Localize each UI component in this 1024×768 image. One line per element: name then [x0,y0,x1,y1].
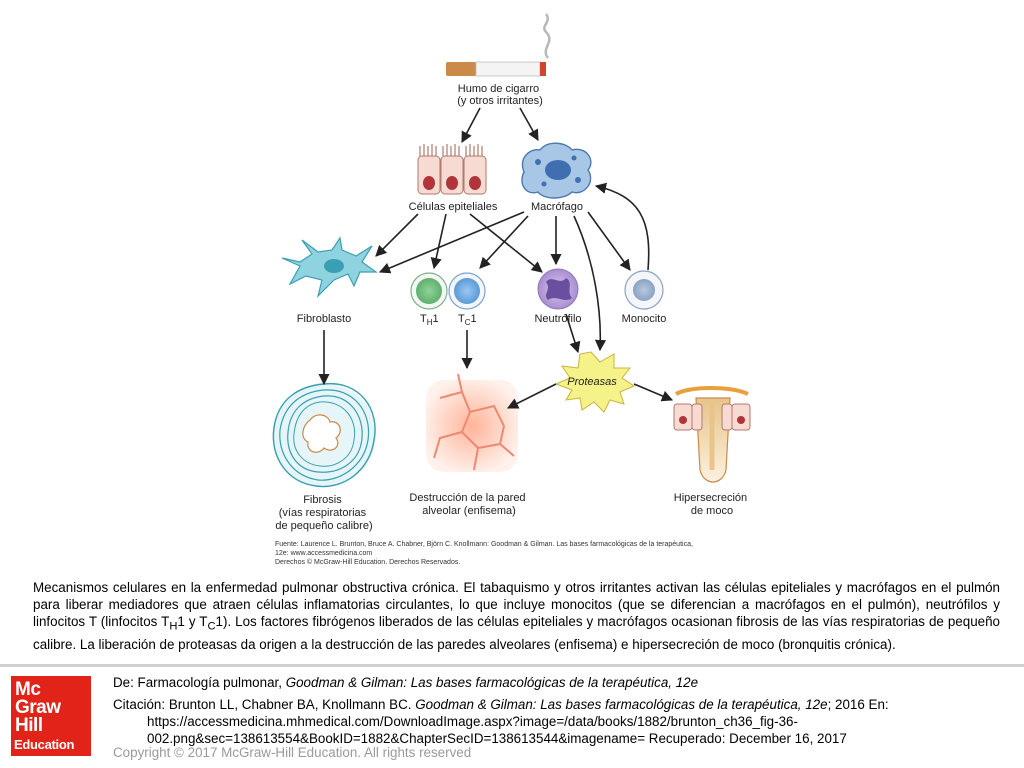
arrow-smoke-to-macrophage [519,107,539,141]
mcgraw-hill-logo: Mc Graw Hill Education [11,676,91,756]
arrow-macrophage-to-fibroblast [378,211,525,274]
fibrosis-airway-icon [272,383,376,488]
alveolar-label: Destrucción de la pared alveolar (enfise… [409,492,528,517]
epithelial-label: Células epiteliales [409,201,498,213]
copyright-notice: Copyright © 2017 McGraw-Hill Education. … [113,745,472,760]
arrow-macrophage-to-proteases [573,215,607,352]
monocyte-label: Monocito [622,313,667,325]
macrophage-icon [521,142,592,199]
fibrosis-label: Fibrosis (vías respiratorias de pequeño … [275,494,372,532]
separator-line [0,664,1024,667]
pathway-arrows [318,107,674,409]
arrow-proteases-to-alveolar [506,383,557,409]
neutrophil-icon [537,268,579,310]
reference-block: De: Farmacología pulmonar, Goodman & Gil… [113,674,1013,747]
tc1-label: TC1 [458,313,477,327]
fibroblast-icon [281,236,378,298]
arrow-neutrophil-to-proteases [565,313,581,354]
arrow-epithelial-to-th1 [430,213,447,270]
macrophage-label: Macrófago [531,201,583,213]
mucus-hypersecretion-icon [673,386,751,483]
th1-cell-icon [410,272,448,310]
smoke-label: Humo de cigarro (y otros irritantes) [457,83,543,107]
tc1-cell-icon [448,272,486,310]
proteases-burst-icon [554,351,636,413]
arrow-macrophage-to-monocyte [587,211,631,271]
source-line: De: Farmacología pulmonar, Goodman & Gil… [113,675,699,690]
citation-line: Citación: Brunton LL, Chabner BA, Knollm… [113,697,889,746]
cigarette-icon [446,13,551,77]
alveolar-destruction-icon [426,373,518,472]
arrow-epithelial-to-fibroblast [375,213,419,257]
proteases-label: Proteasas [567,376,617,388]
th1-label: TH1 [420,313,439,327]
neutrophil-label: Neutrófilo [534,313,581,325]
monocyte-icon [624,270,664,310]
figure-source: Fuente: Laurence L. Brunton, Bruce A. Ch… [275,541,695,566]
arrow-proteases-to-mucus [633,383,674,402]
mucus-label: Hipersecreción de moco [674,492,750,517]
arrow-epithelial-to-neutrophil [469,213,543,273]
epithelial-cells-icon [417,144,487,195]
arrow-monocyte-to-macrophage [594,182,650,271]
copd-mechanism-diagram: Humo de cigarro (y otros irritantes) Cél… [272,13,751,566]
fibroblast-label: Fibroblasto [297,313,351,325]
arrow-macrophage-to-tc1 [479,215,529,269]
figure-caption: Mecanismos celulares en la enfermedad pu… [33,580,1000,652]
arrow-smoke-to-epithelial [461,107,481,143]
